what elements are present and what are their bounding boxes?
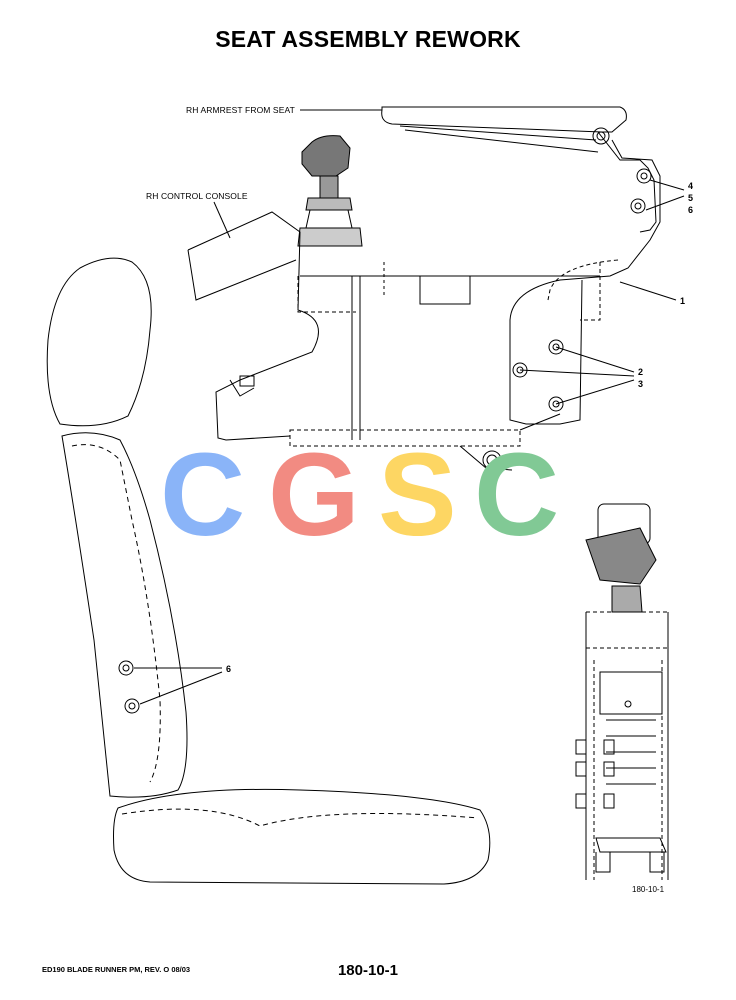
item-3: 3 xyxy=(638,379,644,389)
item-2: 2 xyxy=(638,367,644,377)
bolts xyxy=(512,168,652,412)
callout-armrest: RH ARMREST FROM SEAT xyxy=(186,105,295,115)
watermark: C G S C xyxy=(160,429,559,561)
item-1: 1 xyxy=(680,296,686,306)
joystick xyxy=(297,135,363,247)
footer-document-id: ED190 BLADE RUNNER PM, REV. O 08/03 xyxy=(42,965,191,974)
item-6-lower: 6 xyxy=(226,664,232,674)
seat-bracket xyxy=(289,139,661,471)
watermark-letter-c2: C xyxy=(474,429,559,561)
callout-console: RH CONTROL CONSOLE xyxy=(146,191,248,201)
seat-back xyxy=(61,432,188,798)
footer-page-number: 180-10-1 xyxy=(337,962,399,979)
rh-control-console xyxy=(187,211,319,441)
item-5: 5 xyxy=(688,193,694,203)
seat-cushion xyxy=(113,788,491,885)
leader-lines xyxy=(134,109,685,705)
side-view-assembly xyxy=(575,503,669,880)
page-title: SEAT ASSEMBLY REWORK xyxy=(215,26,521,52)
headrest xyxy=(46,257,152,427)
item-4: 4 xyxy=(688,181,694,191)
rh-armrest xyxy=(381,106,657,233)
watermark-letter-g: G xyxy=(268,429,360,561)
item-6-upper: 6 xyxy=(688,205,694,215)
figure-reference: 180-10-1 xyxy=(632,885,665,894)
watermark-letter-s: S xyxy=(378,429,457,561)
watermark-letter-c1: C xyxy=(160,429,245,561)
